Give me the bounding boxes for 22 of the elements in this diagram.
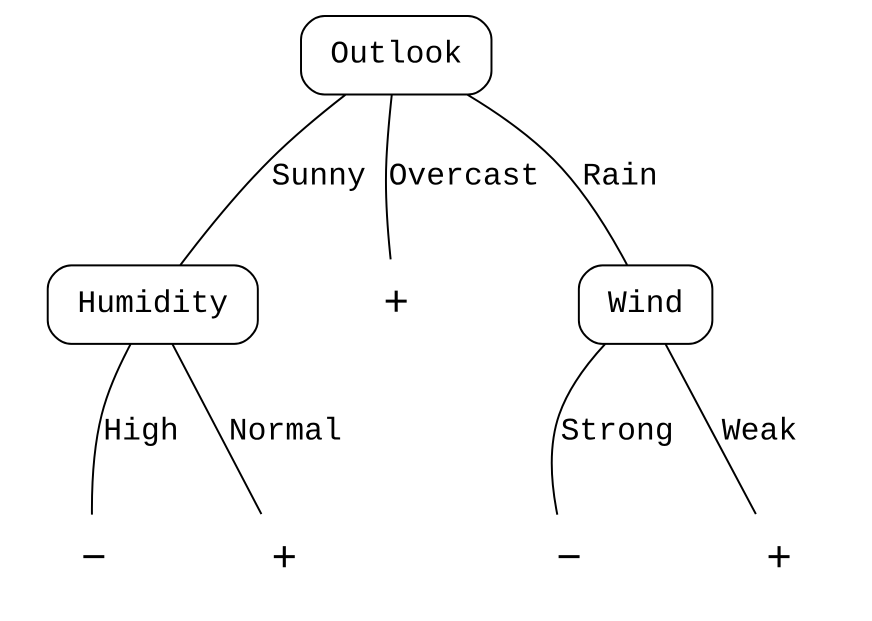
edge-label: High	[102, 414, 178, 450]
edge-label: Overcast	[388, 159, 539, 194]
node-box: Humidity	[46, 264, 258, 345]
connector	[550, 343, 606, 515]
connector	[384, 94, 392, 260]
node-box: Outlook	[300, 15, 492, 96]
edge-label: Sunny	[271, 159, 366, 194]
connector	[90, 344, 131, 515]
connector	[179, 94, 346, 266]
node-text: −	[556, 534, 582, 584]
connector	[466, 94, 628, 266]
connector	[171, 344, 262, 515]
edge-label: Strong	[560, 414, 674, 450]
node-box: Wind	[577, 264, 713, 345]
node-text: +	[382, 280, 409, 329]
edge-label: Normal	[228, 414, 342, 450]
node-text: +	[766, 534, 792, 584]
connector	[664, 344, 756, 515]
node-text: +	[270, 534, 297, 584]
node-text: −	[80, 534, 106, 584]
edge-label: Rain	[582, 159, 658, 194]
edge-label: Weak	[721, 414, 797, 450]
